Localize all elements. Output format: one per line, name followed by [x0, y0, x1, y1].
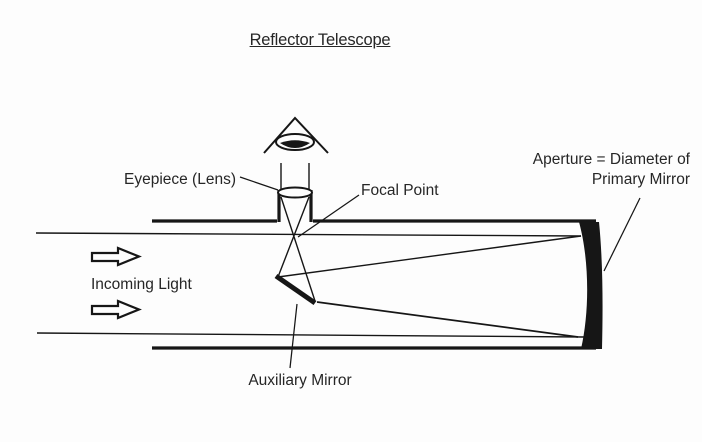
auxiliary-mirror-label: Auxiliary Mirror	[248, 372, 352, 389]
reflected-rays	[277, 196, 582, 338]
aperture-leader-line	[603, 197, 641, 272]
focal-point-label: Focal Point	[361, 182, 439, 199]
eyepiece-leader-line	[239, 176, 279, 191]
exit-rays	[280, 163, 310, 190]
right-block-arrow-icon	[90, 299, 142, 320]
leader-lines	[239, 176, 641, 369]
incoming-light-arrows	[90, 246, 142, 320]
eyepiece-lens	[277, 186, 313, 222]
primary-mirror	[579, 222, 603, 349]
eye-icon	[263, 116, 329, 154]
auxiliary-mirror-leader-line	[289, 303, 298, 369]
incoming-light-label: Incoming Light	[91, 276, 192, 293]
telescope-tube	[152, 219, 596, 350]
aperture-label-line2: Primary Mirror	[591, 171, 690, 188]
incoming-rays	[35, 232, 585, 338]
aperture-label: Aperture = Diameter of Primary Mirror	[533, 150, 690, 190]
aperture-label-line1: Aperture = Diameter of	[532, 151, 690, 168]
focal-point-leader-line	[297, 194, 360, 238]
diagram-title: Reflector Telescope	[249, 31, 391, 49]
right-block-arrow-icon	[90, 246, 142, 267]
eyepiece-label: Eyepiece (Lens)	[123, 171, 236, 188]
auxiliary-mirror	[274, 273, 317, 306]
